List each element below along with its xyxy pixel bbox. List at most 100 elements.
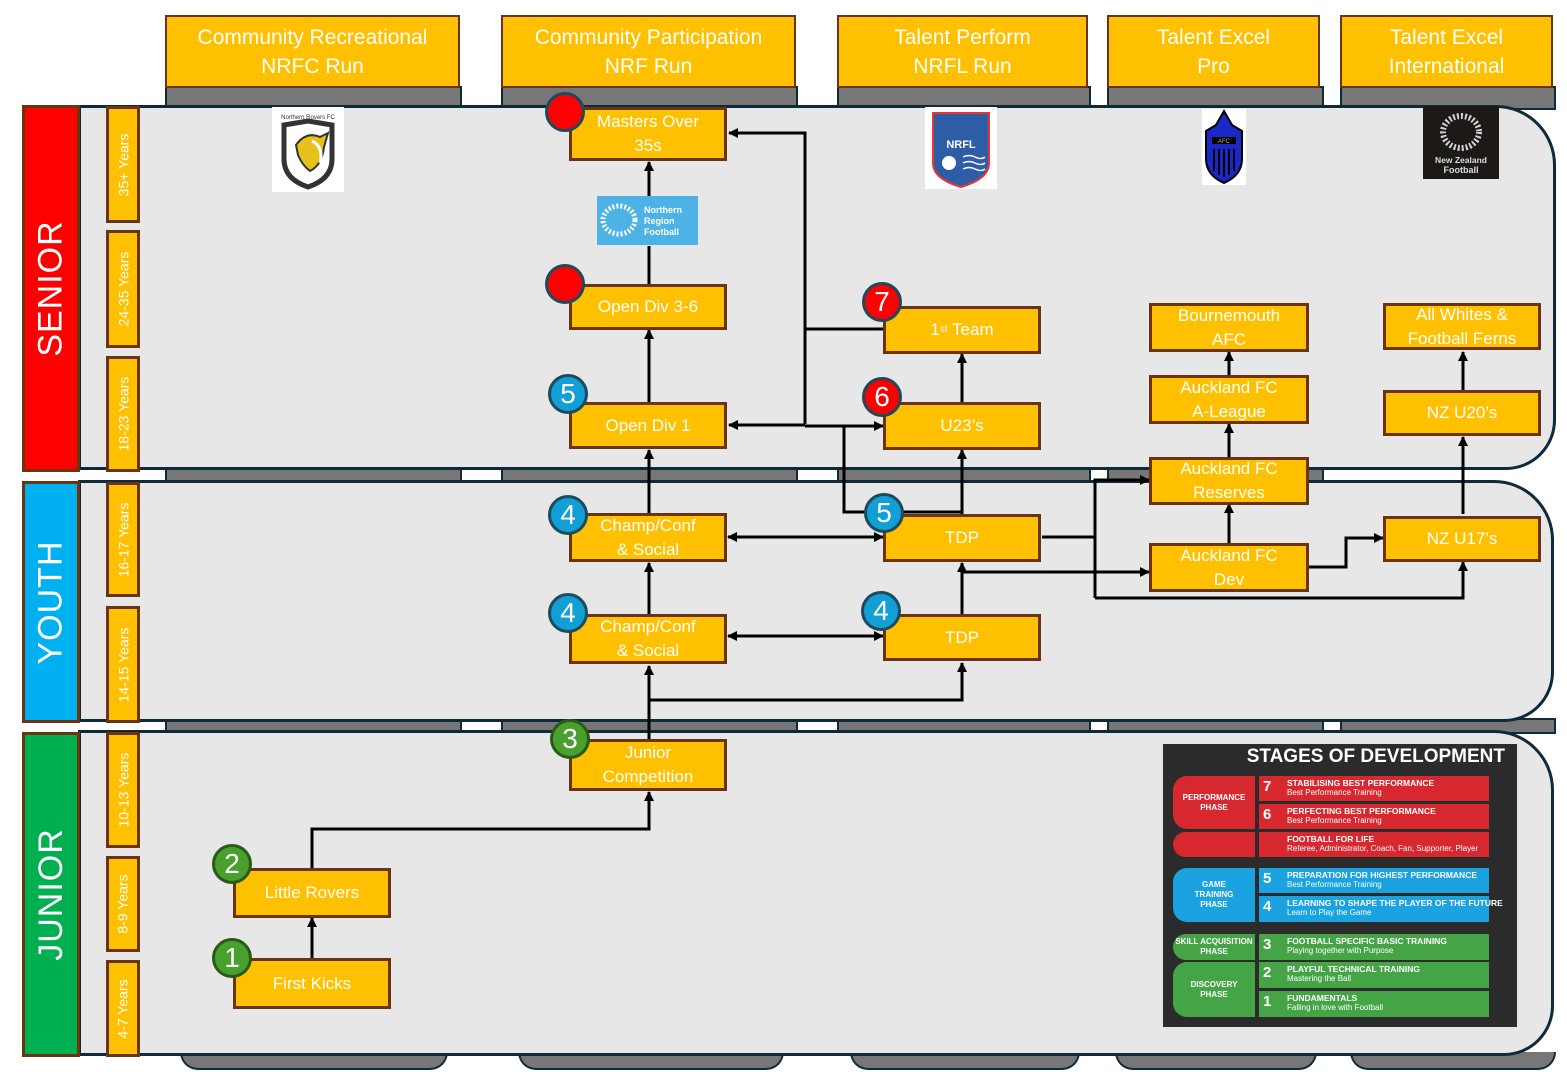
stage-title: LEARNING TO SHAPE THE PLAYER OF THE FUTU… bbox=[1287, 898, 1503, 908]
age-label: 16-17 Years bbox=[106, 482, 140, 597]
tier-junior: JUNIOR bbox=[22, 732, 80, 1057]
stage-row-5: 5 PREPARATION FOR HIGHEST PERFORMANCE Be… bbox=[1259, 868, 1489, 893]
stage-number: 3 bbox=[1263, 936, 1272, 953]
age-label: 14-15 Years bbox=[106, 606, 140, 723]
stage-row-6: 6 PERFECTING BEST PERFORMANCE Best Perfo… bbox=[1259, 804, 1489, 829]
node-open-div-3-6[interactable]: Open Div 3-6 bbox=[569, 284, 727, 330]
tier-youth: YOUTH bbox=[22, 481, 80, 723]
afc-logo-text: AFC bbox=[1218, 139, 1231, 145]
node-tdp-14-15[interactable]: TDP bbox=[883, 614, 1041, 661]
column-header-line1: Talent Perform bbox=[894, 26, 1031, 49]
node-u23[interactable]: U23’s bbox=[883, 402, 1041, 450]
tier-junior-label: JUNIOR bbox=[31, 828, 70, 961]
stage-badge-junior-competition: 3 bbox=[550, 719, 590, 759]
age-label: 4-7 Years bbox=[106, 960, 140, 1057]
age-label-text: 8-9 Years bbox=[115, 874, 132, 934]
first-team-number: 1 bbox=[930, 320, 940, 339]
age-label-text: 18-23 Years bbox=[115, 376, 132, 452]
age-label: 35+ Years bbox=[106, 106, 140, 223]
stage-title: FUNDAMENTALS bbox=[1287, 993, 1358, 1003]
afc-shield-icon: AFC bbox=[1205, 108, 1243, 185]
node-nz-u17[interactable]: NZ U17’s bbox=[1383, 516, 1541, 562]
stage-row-2: 2 PLAYFUL TECHNICAL TRAINING Mastering t… bbox=[1259, 962, 1489, 988]
first-team-suffix: st bbox=[939, 324, 948, 335]
node-junior-competition[interactable]: Junior Competition bbox=[569, 739, 727, 791]
node-auckland-fc-a-league[interactable]: Auckland FC A-League bbox=[1149, 375, 1309, 424]
nz-fern-icon: New Zealand Football bbox=[1435, 113, 1487, 175]
stage-badge-first-kicks: 1 bbox=[212, 938, 252, 978]
age-label-text: 14-15 Years bbox=[115, 627, 132, 702]
column-header-line1: Community Recreational bbox=[197, 26, 428, 49]
stage-subtitle: Mastering the Ball bbox=[1287, 974, 1352, 983]
column-header-line1: Talent Excel bbox=[1156, 26, 1271, 49]
stage-badge-first-team: 7 bbox=[862, 282, 902, 322]
node-auckland-fc-dev[interactable]: Auckland FC Dev bbox=[1149, 543, 1309, 592]
stage-subtitle: Falling in love with Football bbox=[1287, 1003, 1384, 1012]
nrf-logo: Northern Region Football bbox=[597, 196, 698, 245]
nzf-logo: New Zealand Football bbox=[1423, 106, 1499, 179]
first-team-label: Team bbox=[947, 320, 994, 339]
column-header-line2: Pro bbox=[1197, 55, 1230, 78]
node-open-div-1[interactable]: Open Div 1 bbox=[569, 402, 727, 449]
column-header-line2: NRFL Run bbox=[913, 55, 1012, 78]
node-all-whites-football-ferns[interactable]: All Whites & Football Ferns bbox=[1383, 303, 1541, 350]
age-label-text: 24-35 Years bbox=[115, 251, 132, 327]
stages-title: STAGES OF DEVELOPMENT bbox=[1246, 746, 1505, 767]
stage-row-football-for-life: FOOTBALL FOR LIFE Referee, Administrator… bbox=[1259, 832, 1489, 857]
node-tdp-16-17[interactable]: TDP bbox=[883, 514, 1041, 562]
node-masters-over-35s[interactable]: Masters Over 35s bbox=[569, 107, 727, 161]
tier-senior-label: SENIOR bbox=[31, 220, 70, 357]
column-header-community-recreational: Community Recreational NRFC Run bbox=[165, 15, 460, 88]
stage-row-4: 4 LEARNING TO SHAPE THE PLAYER OF THE FU… bbox=[1259, 896, 1503, 922]
column-header-talent-perform: Talent Perform NRFL Run bbox=[837, 15, 1088, 88]
tier-senior: SENIOR bbox=[22, 105, 80, 472]
stage-subtitle: Playing together with Purpose bbox=[1287, 946, 1394, 955]
stage-number: 4 bbox=[1263, 898, 1272, 915]
stage-title: FOOTBALL SPECIFIC BASIC TRAINING bbox=[1287, 936, 1447, 946]
stage-badge-champ-14-15: 4 bbox=[548, 593, 588, 633]
stages-of-development-legend: STAGES OF DEVELOPMENT PERFORMANCE PHASE … bbox=[1163, 744, 1517, 1027]
column-header-line2: International bbox=[1388, 55, 1505, 78]
node-nz-u20[interactable]: NZ U20’s bbox=[1383, 390, 1541, 436]
node-bournemouth-afc[interactable]: Bournemouth AFC bbox=[1149, 303, 1309, 352]
node-little-rovers[interactable]: Little Rovers bbox=[233, 868, 391, 918]
stage-number: 7 bbox=[1263, 778, 1272, 795]
age-label-text: 10-13 Years bbox=[115, 752, 132, 828]
tier-youth-label: YOUTH bbox=[31, 540, 70, 664]
fern-icon: Northern Region Football bbox=[600, 203, 682, 237]
stage-subtitle: Best Performance Training bbox=[1287, 788, 1382, 797]
column-header-line2: NRF Run bbox=[604, 55, 693, 78]
stage-badge-tdp-14-15: 4 bbox=[861, 591, 901, 631]
stage-badge-u23: 6 bbox=[862, 377, 902, 417]
age-label: 8-9 Years bbox=[106, 856, 140, 952]
stage-badge-champ-16-17: 4 bbox=[548, 495, 588, 535]
node-first-kicks[interactable]: First Kicks bbox=[233, 958, 391, 1009]
nrfl-logo: NRFL bbox=[925, 107, 997, 189]
phase-football-for-life bbox=[1173, 832, 1255, 857]
node-auckland-fc-reserves[interactable]: Auckland FC Reserves bbox=[1149, 457, 1309, 505]
column-header-community-participation: Community Participation NRF Run bbox=[501, 15, 796, 88]
stage-number: 5 bbox=[1263, 870, 1272, 887]
stage-subtitle: Learn to Play the Game bbox=[1287, 908, 1372, 917]
age-label-text: 35+ Years bbox=[115, 133, 132, 196]
svg-text:Football: Football bbox=[644, 227, 679, 237]
age-label: 18-23 Years bbox=[106, 356, 140, 472]
stage-title: FOOTBALL FOR LIFE bbox=[1287, 834, 1375, 844]
afc-logo: AFC bbox=[1202, 108, 1246, 185]
phase-discovery: DISCOVERY PHASE bbox=[1173, 962, 1255, 1017]
stage-title: PREPARATION FOR HIGHEST PERFORMANCE bbox=[1287, 870, 1477, 880]
age-label: 10-13 Years bbox=[106, 732, 140, 848]
stage-badge-open-div-3-6 bbox=[545, 264, 585, 304]
stage-subtitle: Best Performance Training bbox=[1287, 880, 1382, 889]
column-header-line1: Community Participation bbox=[534, 26, 763, 49]
column-header-talent-excel-pro: Talent Excel Pro bbox=[1107, 15, 1320, 88]
column-header-talent-excel-international: Talent Excel International bbox=[1340, 15, 1553, 88]
svg-text:Northern: Northern bbox=[644, 205, 682, 215]
stage-row-7: 7 STABILISING BEST PERFORMANCE Best Perf… bbox=[1259, 776, 1489, 801]
node-champ-conf-14-15[interactable]: Champ/Conf & Social bbox=[569, 614, 727, 664]
nrfc-logo-text: Northern Rovers FC bbox=[281, 115, 335, 121]
age-label-text: 4-7 Years bbox=[115, 978, 132, 1039]
nrfc-logo: Northern Rovers FC bbox=[272, 107, 344, 192]
node-champ-conf-16-17[interactable]: Champ/Conf & Social bbox=[569, 513, 727, 562]
